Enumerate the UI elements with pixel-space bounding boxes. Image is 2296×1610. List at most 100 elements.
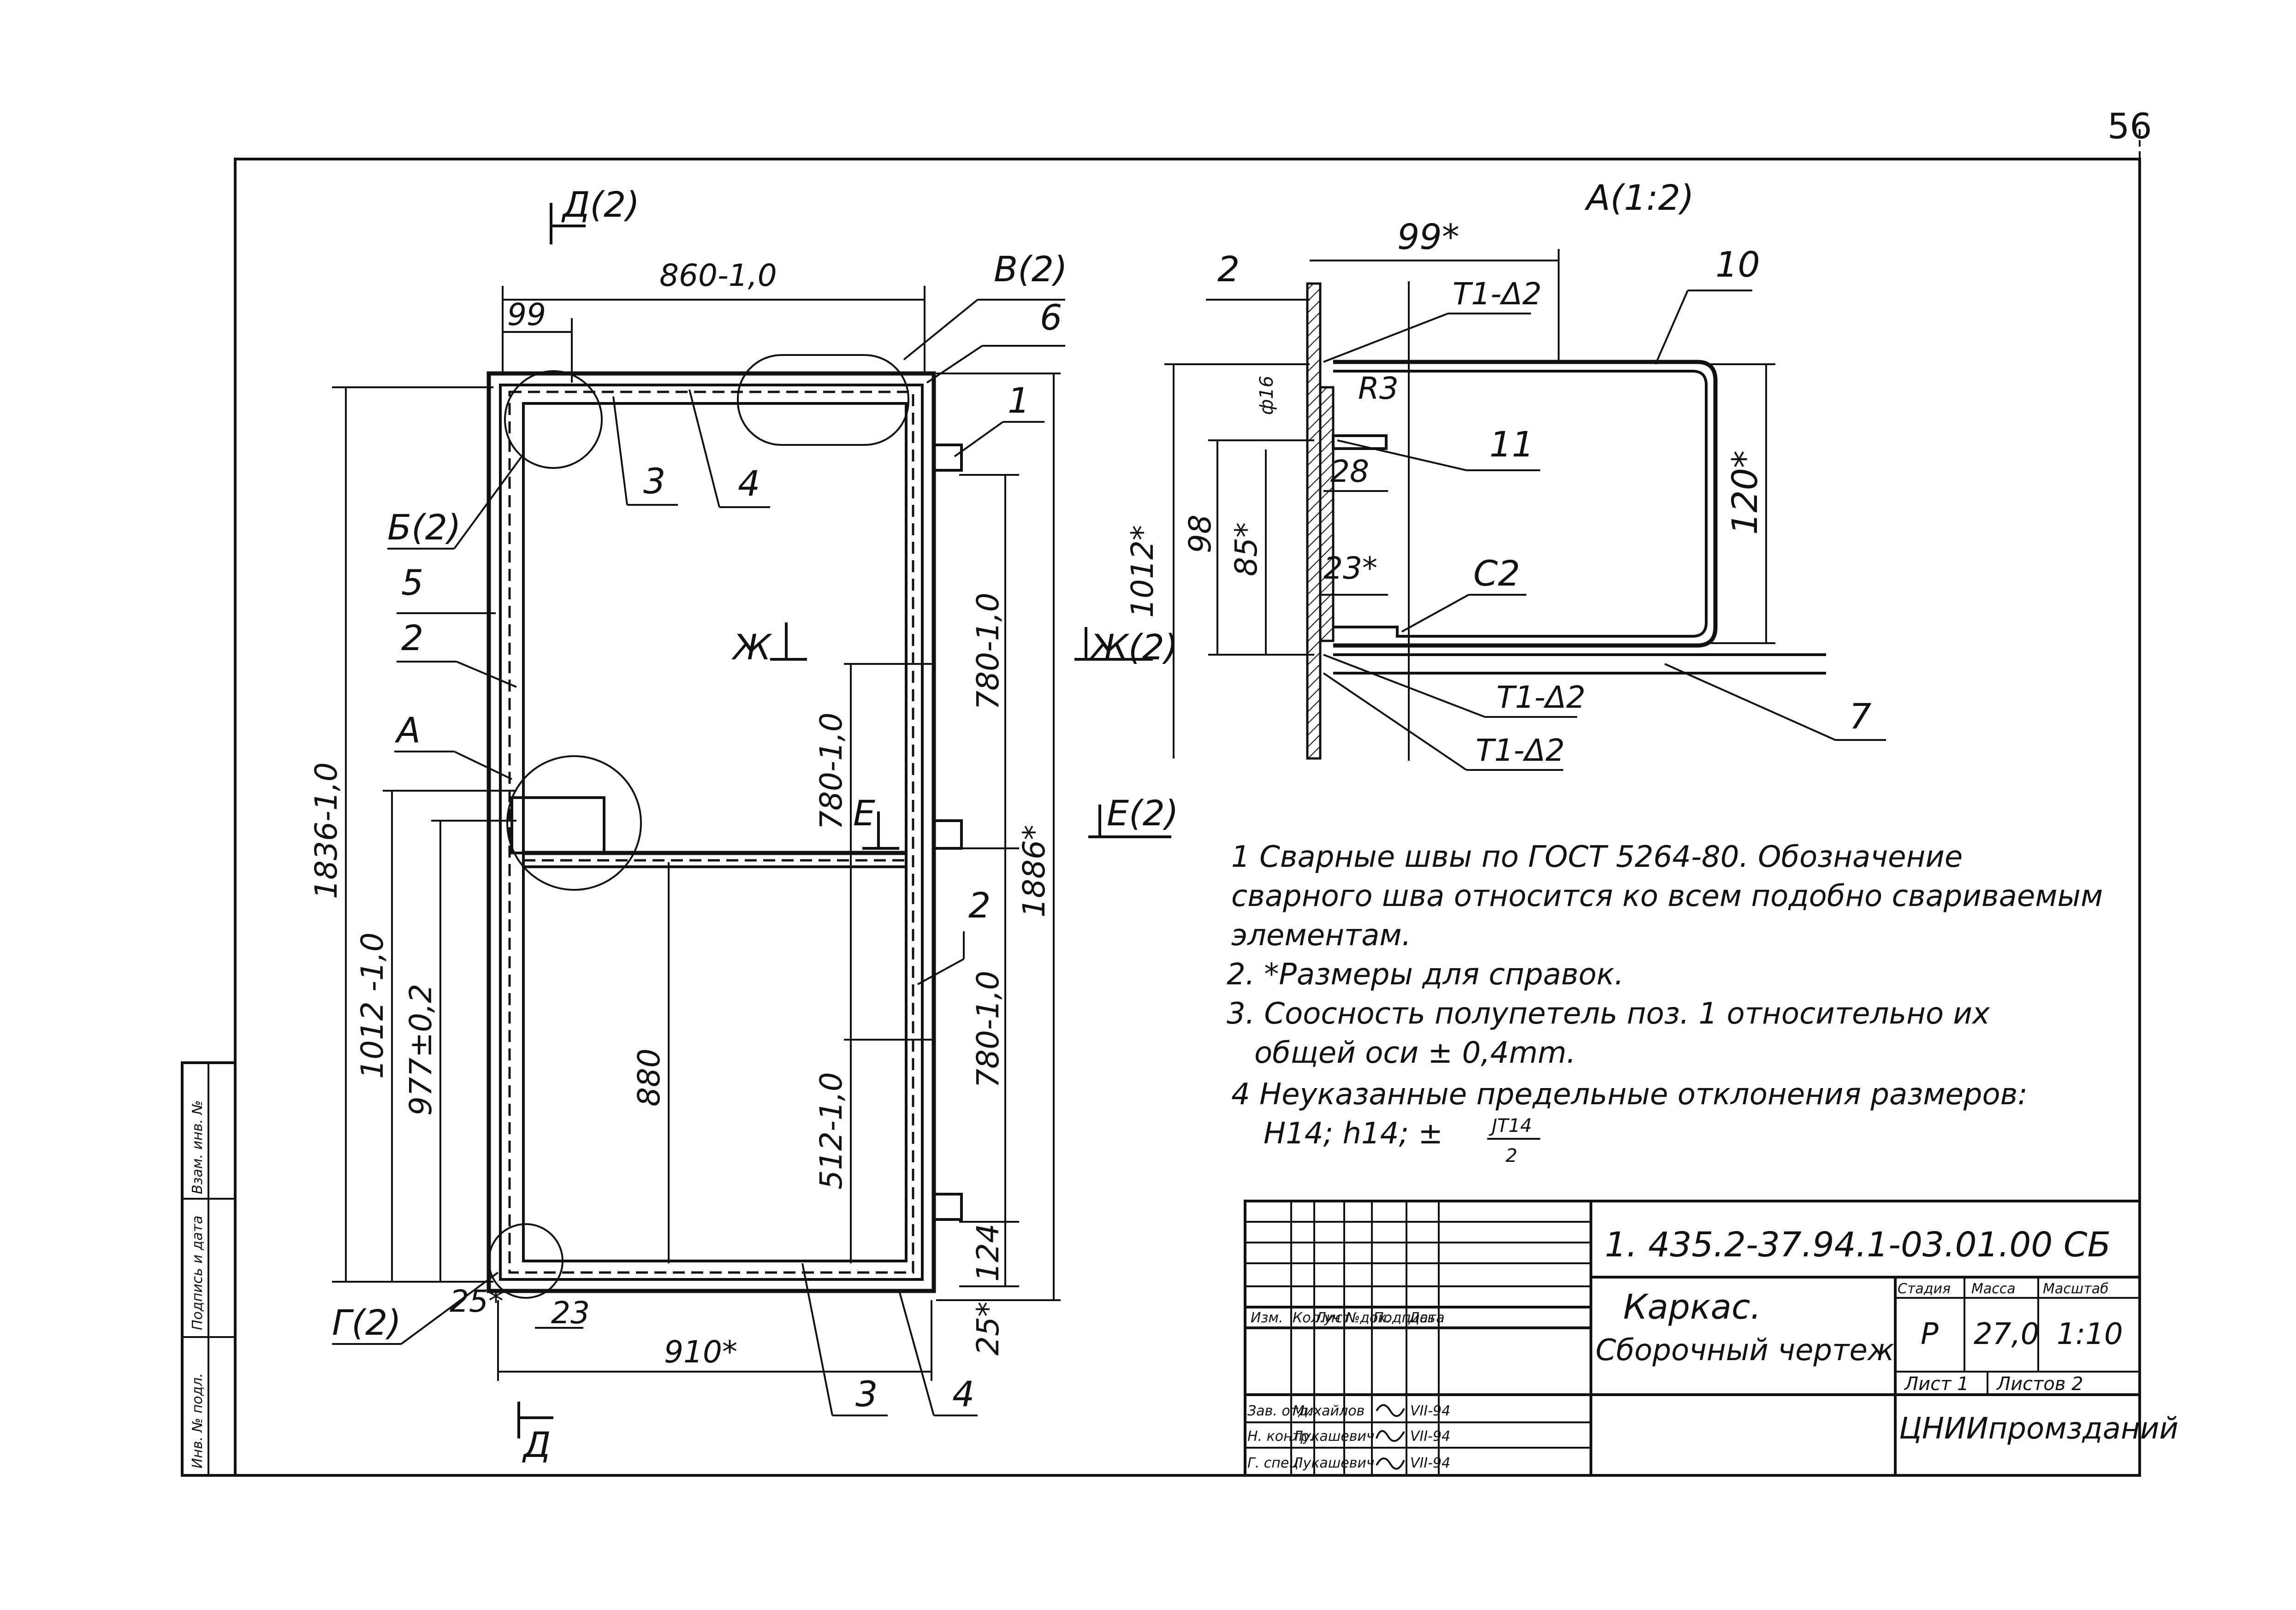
tb-org: ЦНИИпромзданий bbox=[1899, 1412, 2178, 1446]
note-fraction-num: JT14 bbox=[1489, 1115, 1532, 1136]
tb-col-list: Лист bbox=[1315, 1310, 1352, 1326]
pos-3-bottom: 3 bbox=[855, 1373, 878, 1415]
dim-1012: 1012 -1,0 bbox=[355, 932, 390, 1079]
dim-512: 512-1,0 bbox=[813, 1072, 849, 1190]
tb-name-3: Лукашевич bbox=[1292, 1455, 1375, 1471]
tb-stage: Р bbox=[1921, 1317, 1939, 1351]
signature-scribble bbox=[1376, 1404, 1405, 1470]
detail-pos-7: 7 bbox=[1849, 696, 1871, 737]
tb-date-3: VII-94 bbox=[1410, 1455, 1450, 1471]
dim-124: 124 bbox=[970, 1224, 1006, 1282]
dim-780-mid: 780-1,0 bbox=[813, 712, 849, 830]
tb-col-podpis: Подпись bbox=[1373, 1310, 1436, 1326]
dim-977: 977±0,2 bbox=[403, 984, 439, 1116]
detail-weld-mid: Т1-Δ2 bbox=[1496, 680, 1585, 715]
frame-main-view: 860-1,0 99 Д(2) Д 1836-1,0 1012 -1,0 977… bbox=[309, 184, 1179, 1465]
note-fraction-den: 2 bbox=[1506, 1145, 1517, 1166]
detail-dia16: ф16 bbox=[1256, 376, 1277, 415]
tb-mass: 27,0 bbox=[1974, 1317, 2040, 1351]
label-e: Е bbox=[853, 793, 875, 834]
detail-circle-b bbox=[504, 370, 603, 469]
pos-5: 5 bbox=[401, 562, 423, 603]
dim-780-upper: 780-1,0 bbox=[970, 592, 1006, 710]
label-e2: Е(2) bbox=[1107, 793, 1179, 834]
detail-dim-1012: 1012* bbox=[1125, 525, 1160, 618]
doc-name-1: Каркас. bbox=[1623, 1287, 1761, 1327]
tb-name-2: Лукашевич bbox=[1292, 1428, 1375, 1444]
notes-block: 1 Сварные швы по ГОСТ 5264-80. Обозначен… bbox=[1227, 840, 2103, 1166]
label-g2: Г(2) bbox=[332, 1302, 401, 1343]
detail-circle-g bbox=[488, 1223, 564, 1299]
tb-stage-label: Стадия bbox=[1898, 1281, 1951, 1297]
label-v2: В(2) bbox=[994, 249, 1068, 290]
pos-4-top: 4 bbox=[738, 463, 760, 504]
pos-2-right: 2 bbox=[968, 885, 991, 926]
note-line-8: H14; h14; ± bbox=[1264, 1117, 1443, 1151]
tb-name-1: Михайлов bbox=[1293, 1403, 1365, 1419]
dim-top-width: 860-1,0 bbox=[659, 258, 777, 293]
tb-col-izm: Изм. bbox=[1251, 1310, 1283, 1326]
detail-dim-85: 85* bbox=[1228, 522, 1264, 576]
tb-role-3: Г. спец. bbox=[1247, 1455, 1303, 1471]
detail-dim-120: 120* bbox=[1724, 450, 1765, 535]
tb-scale: 1:10 bbox=[2057, 1317, 2123, 1351]
note-line-1: 1 Сварные швы по ГОСТ 5264-80. Обозначен… bbox=[1231, 840, 1963, 874]
dim-25-right: 25* bbox=[970, 1302, 1006, 1355]
dim-880: 880 bbox=[631, 1048, 667, 1107]
note-line-2: сварного шва относится ко всем подобно с… bbox=[1231, 879, 2103, 913]
pos-3-top: 3 bbox=[643, 461, 665, 502]
drawing-frame bbox=[234, 158, 2141, 1477]
dim-1886: 1886* bbox=[1016, 825, 1052, 917]
detail-dim-98: 98 bbox=[1182, 515, 1218, 553]
label-zh: Ж bbox=[731, 627, 772, 668]
tb-col-data: Дата bbox=[1408, 1310, 1445, 1326]
detail-c2: С2 bbox=[1473, 553, 1520, 594]
pos-6: 6 bbox=[1040, 297, 1062, 338]
doc-code: 1. 435.2-37.94.1-03.01.00 СБ bbox=[1605, 1225, 2111, 1265]
note-line-4: 2. *Размеры для справок. bbox=[1227, 958, 1624, 992]
pos-2-left: 2 bbox=[401, 617, 423, 658]
tb-role-2: Н. контр. bbox=[1247, 1428, 1314, 1444]
note-line-6: общей оси ± 0,4mm. bbox=[1254, 1036, 1576, 1070]
dim-780-lower: 780-1,0 bbox=[970, 971, 1006, 1088]
tb-date-2: VII-94 bbox=[1410, 1428, 1450, 1444]
label-a: А bbox=[394, 710, 421, 751]
label-zh2: Ж(2) bbox=[1089, 627, 1178, 668]
tb-mass-label: Масса bbox=[1971, 1281, 2016, 1297]
pos-4-bottom: 4 bbox=[952, 1373, 974, 1415]
dim-top-99: 99 bbox=[507, 297, 546, 332]
tb-sheets: Листов 2 bbox=[1996, 1373, 2083, 1395]
detail-oval-v bbox=[737, 354, 909, 446]
detail-weld-top: Т1-Δ2 bbox=[1453, 276, 1542, 312]
doc-name-2-visible: Сборочный чертеж bbox=[1596, 1333, 1894, 1367]
detail-dim-23: 23* bbox=[1323, 550, 1377, 586]
detail-weld-bot: Т1-Δ2 bbox=[1476, 733, 1565, 768]
note-line-7: 4 Неуказанные предельные отклонения разм… bbox=[1231, 1077, 2028, 1112]
tb-scale-label: Масштаб bbox=[2043, 1281, 2109, 1297]
dim-910: 910* bbox=[664, 1334, 737, 1370]
pos-1: 1 bbox=[1008, 380, 1030, 421]
dim-23: 23 bbox=[551, 1295, 590, 1331]
section-bottom-label: Д bbox=[522, 1424, 551, 1465]
detail-title: А(1:2) bbox=[1584, 177, 1694, 218]
dim-height-left: 1836-1,0 bbox=[309, 762, 344, 899]
detail-r3: R3 bbox=[1358, 371, 1399, 406]
side-stamp-sign: Подпись и дата bbox=[190, 1216, 206, 1331]
side-stamp-vzam: Взам. инв. № bbox=[190, 1100, 206, 1194]
detail-dim-28: 28 bbox=[1330, 454, 1369, 489]
detail-pos-11: 11 bbox=[1489, 424, 1534, 465]
tb-col-ndok: №док. bbox=[1345, 1310, 1391, 1326]
tb-col-kolych: Кол.уч bbox=[1293, 1310, 1341, 1326]
sheet-number: 56 bbox=[2107, 106, 2152, 147]
tb-role-1: Зав. отд. bbox=[1247, 1403, 1312, 1419]
detail-a-view: А(1:2) 99* 2 10 Т1-Δ2 R3 ф16 28 bbox=[1125, 177, 1886, 771]
title-block: Изм. Кол.уч Лист №док. Подпись Дата Зав.… bbox=[1244, 1200, 2178, 1477]
detail-pos-2: 2 bbox=[1217, 249, 1240, 290]
section-top-label: Д(2) bbox=[561, 184, 640, 225]
note-line-3: элементам. bbox=[1231, 918, 1411, 953]
tb-date-1: VII-94 bbox=[1410, 1403, 1450, 1419]
note-line-5: 3. Соосность полупетель поз. 1 относител… bbox=[1227, 997, 1990, 1031]
label-b2: Б(2) bbox=[387, 507, 461, 548]
side-stamp-inv: Инв. № подл. bbox=[190, 1373, 206, 1468]
